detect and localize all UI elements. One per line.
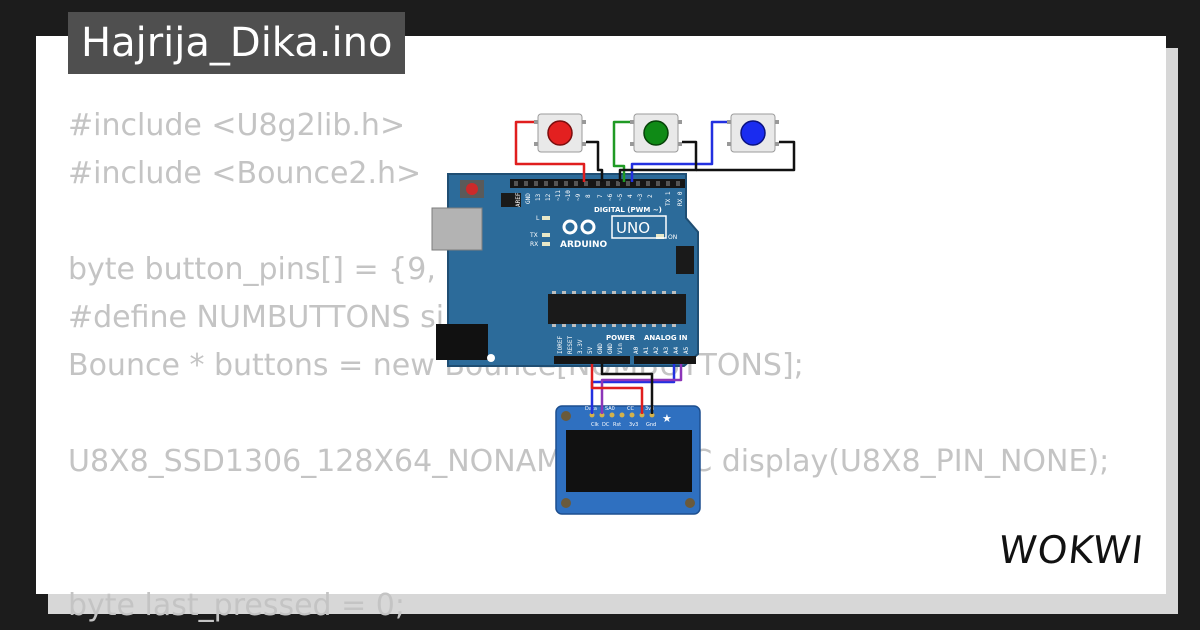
pin-label: A2 [653,346,660,354]
analog-header [634,356,696,364]
code-line: #include <Bounce2.h> [68,156,422,191]
pin-label: RESET [567,336,574,354]
code-line: byte button_pins[] = {9, 5 [68,252,465,287]
pushbutton-red[interactable] [534,113,586,153]
icsp-header [501,193,694,274]
on-label: ON [668,234,677,241]
power-header [554,356,630,364]
power-jack [436,324,488,360]
brand-label: ARDUINO [560,240,608,250]
pin-label: 12 [545,193,552,201]
pin-label: 8 [585,194,592,198]
star-icon: ★ [662,412,672,425]
pin-label: Vin [617,343,624,354]
analog-header-label: ANALOG IN [644,334,688,342]
pin-label: ~5 [617,193,624,201]
code-line: #include <U8g2lib.h> [68,108,406,143]
oled-pin-label: Rst [613,422,621,428]
oled-pin-label: CC [627,406,634,412]
oled-pin-label: SA0 [605,406,615,412]
oled-wires [590,364,683,414]
pin-label: GND [607,343,614,354]
led-label: RX [530,241,538,248]
pin-label: 4 [627,194,634,198]
status-leds: L TX RX ON [529,215,677,248]
pin-label: ~6 [607,193,614,201]
usb-connector [431,207,483,251]
oled-pin-label: Gnd [646,422,656,428]
digital-header-label: DIGITAL (PWM ~) [594,206,662,214]
pin-label: 7 [597,194,604,198]
pin-label: ~10 [565,190,572,201]
pin-label: ~3 [637,193,644,201]
pin-label: 5V [587,346,594,354]
arduino-uno-board[interactable]: AREF GND 13 12 ~11 ~10 ~9 8 7 ~6 ~5 4 ~3… [431,173,699,367]
pin-label: ~9 [575,193,582,201]
button-wires [514,120,796,182]
code-line: #define NUMBUTTONS si [68,300,445,335]
project-card[interactable]: #include <U8g2lib.h> #include <Bounce2.h>… [36,36,1166,623]
pin-label: 3.3V [577,339,584,354]
pushbutton-blue[interactable] [727,113,779,153]
pin-label: 2 [647,194,654,198]
oled-pin-label: 3v3 [645,406,654,412]
oled-pin-label: Clk [591,422,599,428]
pin-label: A5 [683,346,690,354]
pin-label: AREF [515,192,522,207]
oled-pin-label: DC [602,422,610,428]
pin-label: RX 0 [677,191,684,206]
oled-screen [566,430,692,492]
project-title[interactable]: Hajrija_Dika.ino [68,12,406,74]
pin-label: A0 [633,346,640,354]
pin-label: ~11 [555,190,562,201]
oled-display[interactable]: Data SA0 CC 3v3 Clk DC Rst 3v3 Gnd ★ [555,405,701,515]
pushbutton-green[interactable] [630,113,682,153]
pin-label: GND [597,343,604,354]
led-label: L [536,215,540,222]
pin-label: TX 1 [665,191,672,206]
pin-label: 13 [535,193,542,201]
circuit-diagram: AREF GND 13 12 ~11 ~10 ~9 8 7 ~6 ~5 4 ~3… [431,113,796,515]
oled-pin-label: 3v3 [629,422,638,428]
pin-label: A3 [663,346,670,354]
pin-label: IOREF [557,336,564,354]
model-label: UNO [616,219,650,237]
led-label: TX [529,232,538,239]
power-header-label: POWER [606,334,636,342]
pin-label: GND [525,193,532,204]
pin-label: A1 [643,346,650,354]
wokwi-logo: WOKWI [996,528,1147,572]
pin-label: A4 [673,346,680,354]
microcontroller-chip [548,294,686,324]
arduino-logo-icon [562,219,596,235]
code-line: byte last_pressed = 0; [68,588,406,623]
